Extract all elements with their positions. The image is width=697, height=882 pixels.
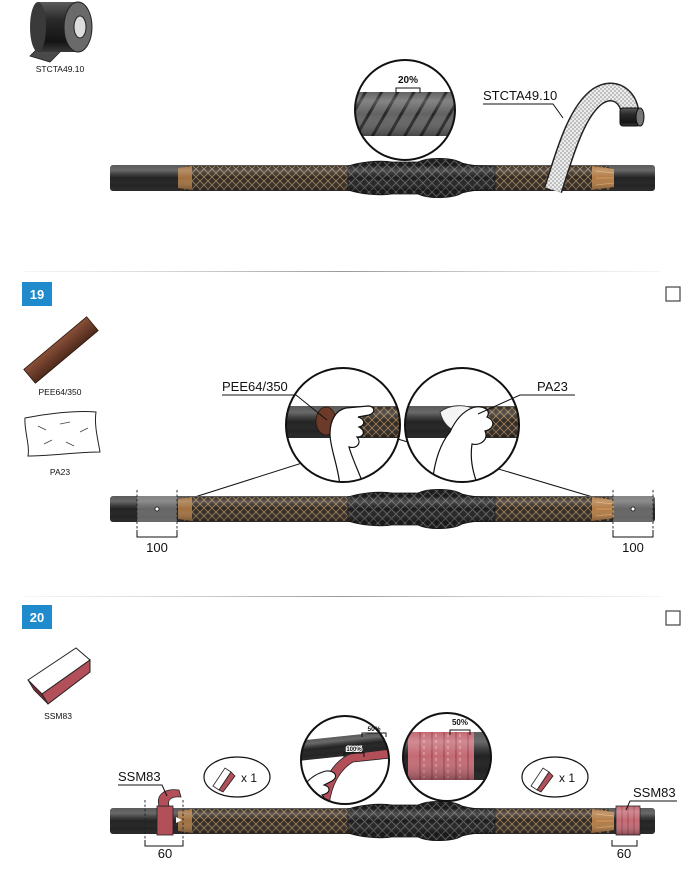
product-label: SSM83	[44, 711, 72, 721]
dimension-right: 100	[622, 540, 644, 555]
quantity-label: x 1	[241, 771, 257, 785]
dimension-left: 100	[146, 540, 168, 555]
abrasive-strip-icon	[23, 316, 99, 384]
step-checkbox[interactable]	[665, 610, 681, 626]
step-badge: 19	[22, 282, 52, 306]
callout-right: SSM83	[625, 785, 677, 811]
zoom-circle-wrapped: 50%	[402, 712, 492, 802]
product-2-label: PA23	[50, 467, 70, 477]
section-divider	[25, 271, 660, 272]
callout-right-label: SSM83	[633, 785, 676, 800]
callout-left: PEE64/350	[222, 379, 328, 421]
callout-right-label: PA23	[537, 379, 568, 394]
step-number: 20	[30, 610, 44, 625]
tape-wrap-left	[144, 789, 184, 847]
stcta-roll-icon	[29, 1, 93, 63]
step-checkbox[interactable]	[665, 286, 681, 302]
sealing-tape-icon	[27, 647, 91, 705]
overlap-label: 50%	[452, 718, 468, 727]
mesh-tape	[543, 82, 645, 194]
callout-left: SSM83	[118, 769, 168, 797]
tape-mini-icon	[530, 767, 554, 793]
zoom-circle-wrapping: 50% 100%	[300, 715, 390, 805]
dimension-left: 60	[158, 846, 172, 861]
quantity-label: x 1	[559, 771, 575, 785]
full-wrap-label: 100%	[346, 747, 362, 753]
cable-assembly	[109, 800, 656, 842]
step-number: 19	[30, 287, 44, 302]
product-1-label: PEE64/350	[38, 387, 81, 397]
callout-right: PA23	[477, 379, 575, 415]
top-section: STCTA49.10 STCTA49.10 20%	[29, 1, 656, 199]
product-label: STCTA49.10	[36, 64, 85, 74]
hand	[329, 405, 375, 482]
overlap-label: 20%	[398, 75, 418, 86]
callout-left-label: SSM83	[118, 769, 161, 784]
tape-callout-label: STCTA49.10	[483, 88, 557, 103]
zoom-circle: 20%	[354, 59, 456, 161]
cable-assembly	[109, 488, 656, 530]
step-19: 19 PEE64/350 PA23	[22, 282, 681, 555]
cleaning-cloth-icon	[24, 410, 101, 457]
quantity-bubble-left: x 1	[203, 756, 271, 798]
cable-assembly	[109, 157, 656, 199]
dimension-right: 60	[617, 846, 631, 861]
tape-wrap-right	[611, 805, 641, 847]
callout-left-label: PEE64/350	[222, 379, 288, 394]
cleaned-zone-left	[136, 490, 178, 538]
quantity-bubble-right: x 1	[521, 756, 589, 798]
overlap-label: 50%	[367, 726, 380, 733]
tape-mini-icon	[212, 767, 236, 793]
zoom-circle-abrade	[285, 367, 401, 483]
step-20: 20 SSM83 60 60 SSM	[22, 605, 681, 861]
cleaned-zone-right	[612, 490, 654, 538]
section-divider	[25, 596, 660, 597]
step-badge: 20	[22, 605, 52, 629]
tape-roll	[619, 107, 645, 127]
hand	[431, 406, 494, 482]
zoom-circle-clean	[404, 367, 520, 483]
tape-callout: STCTA49.10	[483, 88, 564, 119]
